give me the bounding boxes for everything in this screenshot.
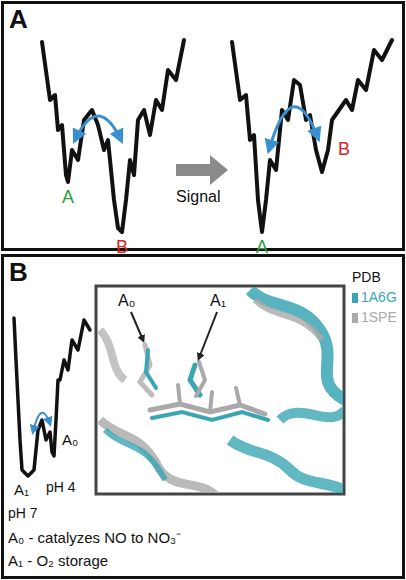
legend-entry: 1A6G xyxy=(352,290,397,305)
panel-letter: B xyxy=(4,257,28,285)
protein-structure xyxy=(100,290,343,493)
panel: A xyxy=(1,1,405,251)
state-label: A xyxy=(62,188,74,208)
ph-label: pH 4 xyxy=(46,480,76,495)
state-label: A₁ xyxy=(14,482,29,499)
energy-landscape xyxy=(14,318,90,476)
note: A₁ - O₂ storage xyxy=(8,553,108,570)
pdb-id: 1SPE xyxy=(361,310,397,325)
energy-landscape xyxy=(42,40,184,232)
legend-entry: 1SPE xyxy=(352,310,397,325)
inset-frame xyxy=(96,286,344,494)
state-label: A₀ xyxy=(62,432,78,449)
leader-arrow xyxy=(199,312,217,358)
leader-arrow xyxy=(131,312,143,340)
legend-title: PDB xyxy=(352,270,381,285)
ph-label: pH 7 xyxy=(8,506,38,521)
legend-swatch xyxy=(352,293,358,303)
transition-arrow xyxy=(33,413,50,432)
energy-landscape xyxy=(232,40,392,232)
note: A₀ - catalyzes NO to NO₃⁻ xyxy=(8,530,181,547)
state-label: B xyxy=(116,238,128,258)
pdb-id: 1A6G xyxy=(361,290,397,305)
state-label: A xyxy=(256,238,268,258)
transition-arrow xyxy=(269,107,318,150)
signal-arrow xyxy=(176,155,228,185)
legend-swatch xyxy=(352,313,358,323)
panel-letter: A xyxy=(4,4,28,32)
transition-arrow xyxy=(75,116,121,140)
state-label: A₀ xyxy=(118,292,135,310)
state-label: B xyxy=(338,140,350,160)
signal-label: Signal xyxy=(176,188,220,206)
state-label: A₁ xyxy=(210,292,226,310)
